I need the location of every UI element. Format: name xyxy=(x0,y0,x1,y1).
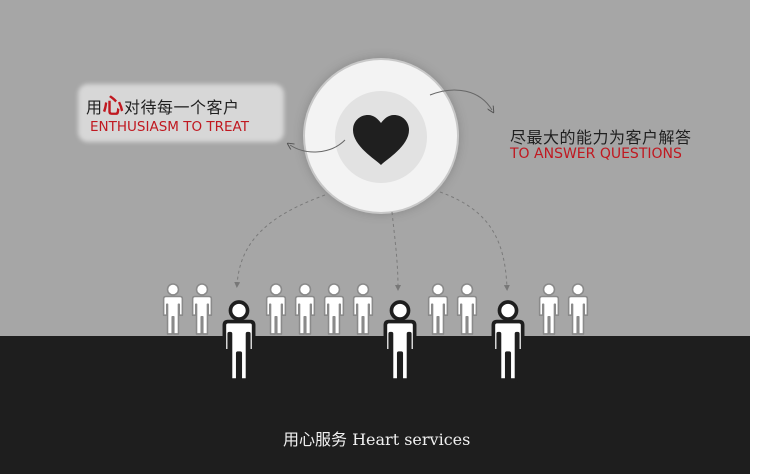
person-icon xyxy=(567,283,589,335)
left-caption-accent: 心 xyxy=(102,94,125,118)
person-icon xyxy=(456,283,478,335)
person-icon xyxy=(427,283,449,335)
person-icon xyxy=(191,283,213,335)
curved-arrow-right xyxy=(429,89,492,110)
left-caption-en: ENTHUSIASM TO TREAT xyxy=(90,119,249,135)
dashed-arrow-left xyxy=(234,194,326,288)
dashed-arrow-center xyxy=(391,211,401,291)
right-margin xyxy=(750,0,759,474)
bottom-background xyxy=(0,336,750,474)
person-icon xyxy=(491,300,525,382)
left-caption-highlight xyxy=(78,84,284,142)
right-caption-cn: 尽最大的能力为客户解答 xyxy=(510,128,692,147)
heart-icon xyxy=(353,115,409,165)
footer-text: 用心服务 Heart services xyxy=(283,430,471,449)
person-icon xyxy=(294,283,316,335)
curved-arrow-left xyxy=(290,139,346,153)
person-icon xyxy=(352,283,374,335)
person-icon xyxy=(222,300,256,382)
person-icon xyxy=(538,283,560,335)
left-caption-cn: 用心对待每一个客户 xyxy=(86,94,240,118)
right-caption-en: TO ANSWER QUESTIONS xyxy=(510,146,682,162)
person-icon xyxy=(323,283,345,335)
person-icon xyxy=(383,300,417,382)
person-icon xyxy=(162,283,184,335)
person-icon xyxy=(265,283,287,335)
